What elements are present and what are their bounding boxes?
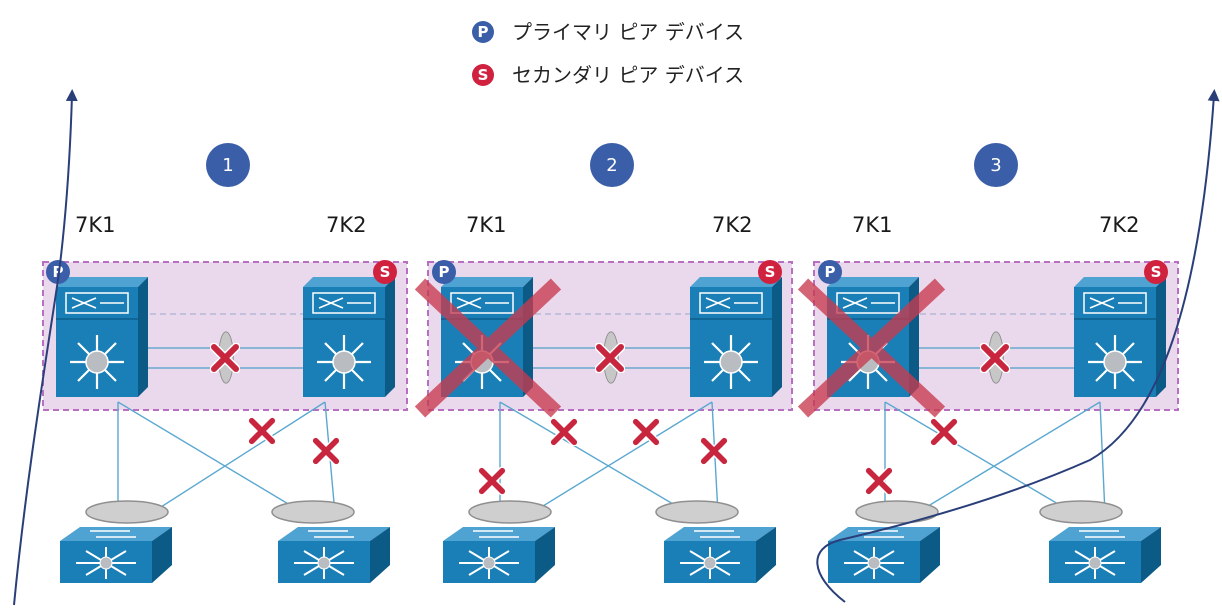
primary-badge-icon bbox=[818, 260, 842, 284]
failure-x-icon bbox=[869, 471, 890, 492]
left-switch-label: 7K1 bbox=[852, 213, 893, 237]
scenario-number-badge bbox=[590, 143, 634, 187]
access-switch bbox=[828, 527, 940, 583]
scenario-number: 1 bbox=[222, 155, 233, 176]
scenario-2: 2 7K1 7K2 P S bbox=[414, 143, 793, 583]
access-switch bbox=[278, 527, 390, 583]
port-channel-ellipse bbox=[655, 500, 739, 524]
device-failure-x-icon bbox=[797, 278, 946, 418]
scenario-1: 1 7K1 7K2 P S bbox=[42, 143, 408, 583]
port-channel-ellipse bbox=[1039, 500, 1123, 524]
secondary-badge-letter: S bbox=[1151, 263, 1162, 281]
access-switch bbox=[1049, 527, 1161, 583]
scenario-number-badge bbox=[974, 143, 1018, 187]
primary-badge-letter: P bbox=[825, 263, 836, 281]
core-switch-7k2 bbox=[1074, 277, 1166, 397]
core-switch-7k2 bbox=[690, 277, 782, 397]
port-channel-ellipse bbox=[855, 500, 939, 524]
access-links bbox=[884, 401, 1106, 515]
right-switch-label: 7K2 bbox=[712, 213, 753, 237]
secondary-badge-letter: S bbox=[478, 66, 489, 84]
legend-secondary-label: セカンダリ ピア デバイス bbox=[512, 63, 744, 87]
access-links bbox=[499, 401, 719, 515]
scenario-number-badge bbox=[206, 143, 250, 187]
access-links bbox=[117, 401, 336, 516]
primary-badge-letter: P bbox=[439, 263, 450, 281]
access-switch bbox=[443, 527, 555, 583]
secondary-badge-letter: S bbox=[380, 263, 391, 281]
legend-secondary: S セカンダリ ピア デバイス bbox=[472, 63, 744, 87]
access-switch bbox=[664, 527, 776, 583]
scenario-number: 3 bbox=[990, 155, 1001, 176]
device-failure-x-icon bbox=[414, 278, 562, 418]
core-switch-7k1 bbox=[56, 277, 148, 397]
primary-badge-icon bbox=[46, 260, 70, 284]
scenario-3: 3 7K1 7K2 P S bbox=[797, 143, 1179, 583]
legend: P プライマリ ピア デバイス S セカンダリ ピア デバイス bbox=[472, 20, 744, 87]
primary-badge-icon bbox=[472, 21, 494, 43]
left-switch-label: 7K1 bbox=[466, 213, 507, 237]
traffic-flow-arrow-left bbox=[13, 89, 78, 606]
right-switch-label: 7K2 bbox=[1099, 213, 1140, 237]
failure-x-icon bbox=[482, 471, 503, 492]
left-switch-label: 7K1 bbox=[75, 213, 116, 237]
traffic-flow-arrow-right bbox=[816, 89, 1220, 603]
secondary-badge-icon bbox=[758, 260, 782, 284]
port-channel-ellipse bbox=[468, 500, 552, 524]
scenario-number: 2 bbox=[606, 155, 617, 176]
primary-badge-letter: P bbox=[478, 23, 489, 41]
secondary-badge-letter: S bbox=[765, 263, 776, 281]
right-switch-label: 7K2 bbox=[326, 213, 367, 237]
primary-badge-icon bbox=[432, 260, 456, 284]
failure-x-icon bbox=[316, 441, 337, 462]
port-channel-ellipse bbox=[85, 500, 169, 524]
core-switch-7k2 bbox=[303, 277, 395, 397]
failure-x-icon bbox=[636, 422, 657, 443]
port-channel-ellipse bbox=[271, 500, 355, 524]
secondary-badge-icon bbox=[373, 260, 397, 284]
failure-x-icon bbox=[252, 421, 273, 442]
legend-primary: P プライマリ ピア デバイス bbox=[472, 20, 744, 44]
secondary-badge-icon bbox=[1144, 260, 1168, 284]
primary-badge-letter: P bbox=[53, 263, 64, 281]
access-switch bbox=[60, 527, 172, 583]
legend-primary-label: プライマリ ピア デバイス bbox=[512, 20, 744, 44]
secondary-badge-icon bbox=[472, 64, 494, 86]
